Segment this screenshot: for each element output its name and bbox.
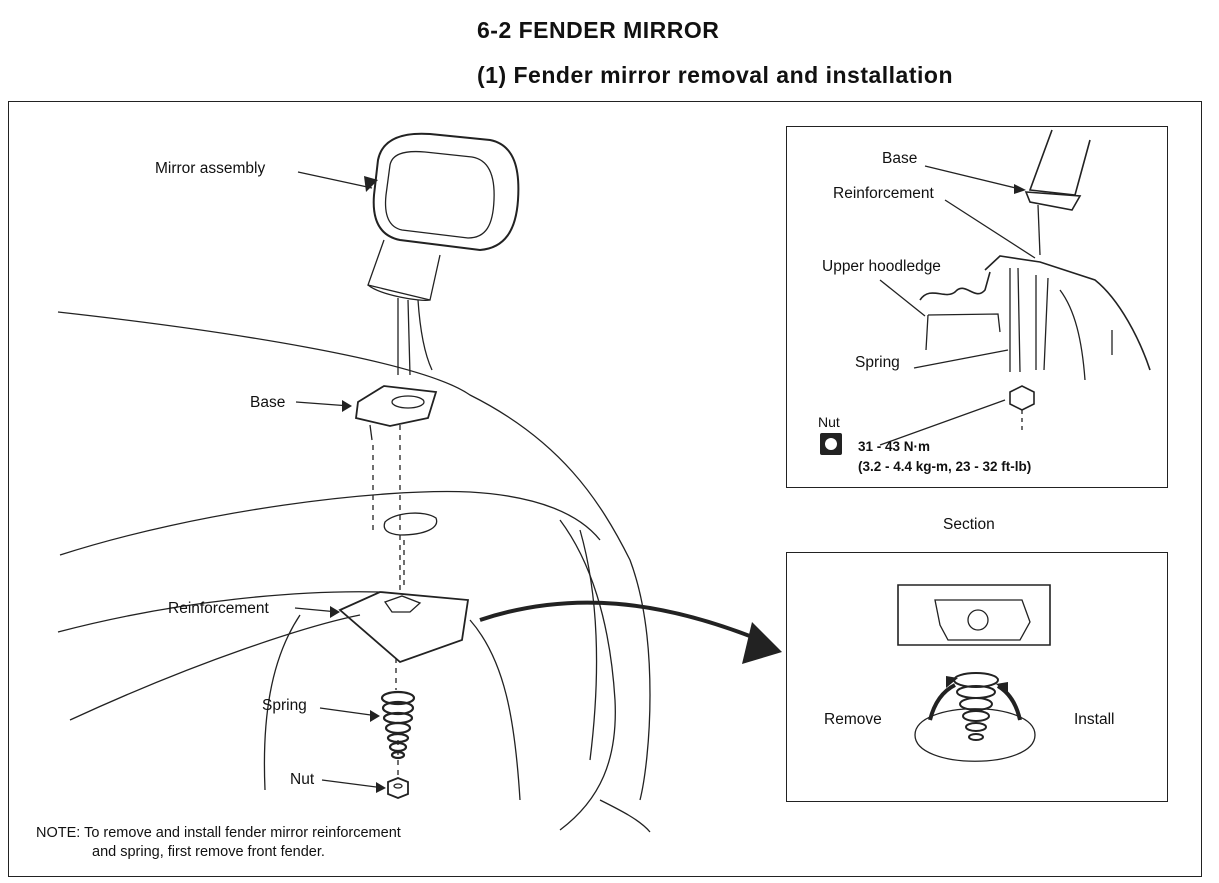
note-line-1: NOTE: To remove and install fender mirro…	[36, 825, 401, 841]
torque-metric: 31 - 43 N·m	[858, 439, 931, 454]
label-mirror-assembly: Mirror assembly	[155, 160, 266, 177]
inset-label-spring: Spring	[855, 354, 900, 371]
torque-imperial: (3.2 - 4.4 kg-m, 23 - 32 ft-lb)	[858, 459, 1032, 474]
inset-top-frame	[786, 126, 1168, 488]
label-nut: Nut	[290, 771, 315, 788]
big-arrow-head	[742, 622, 782, 664]
label-remove: Remove	[824, 711, 882, 728]
inset-label-nut: Nut	[818, 414, 840, 430]
inset-label-base: Base	[882, 150, 918, 167]
label-base: Base	[250, 394, 286, 411]
fender-line-upper	[57, 311, 651, 801]
label-spring: Spring	[262, 697, 307, 714]
inset-section-frame	[786, 552, 1168, 802]
hood-line	[59, 490, 601, 556]
section-title: 6-2 FENDER MIRROR	[477, 17, 720, 43]
diagram-frame	[8, 101, 1202, 877]
inset-label-upper-hoodledge: Upper hoodledge	[822, 258, 941, 275]
fender-line-lower	[69, 614, 361, 721]
wheel-arch	[559, 519, 616, 831]
label-reinforcement: Reinforcement	[168, 600, 269, 617]
section-caption: Section	[943, 516, 995, 533]
note-line-2: and spring, first remove front fender.	[92, 844, 325, 860]
subsection-title: (1) Fender mirror removal and installati…	[477, 62, 953, 88]
fender-line-mid	[57, 591, 381, 633]
label-install: Install	[1074, 711, 1115, 728]
inset-label-reinforcement: Reinforcement	[833, 185, 934, 202]
